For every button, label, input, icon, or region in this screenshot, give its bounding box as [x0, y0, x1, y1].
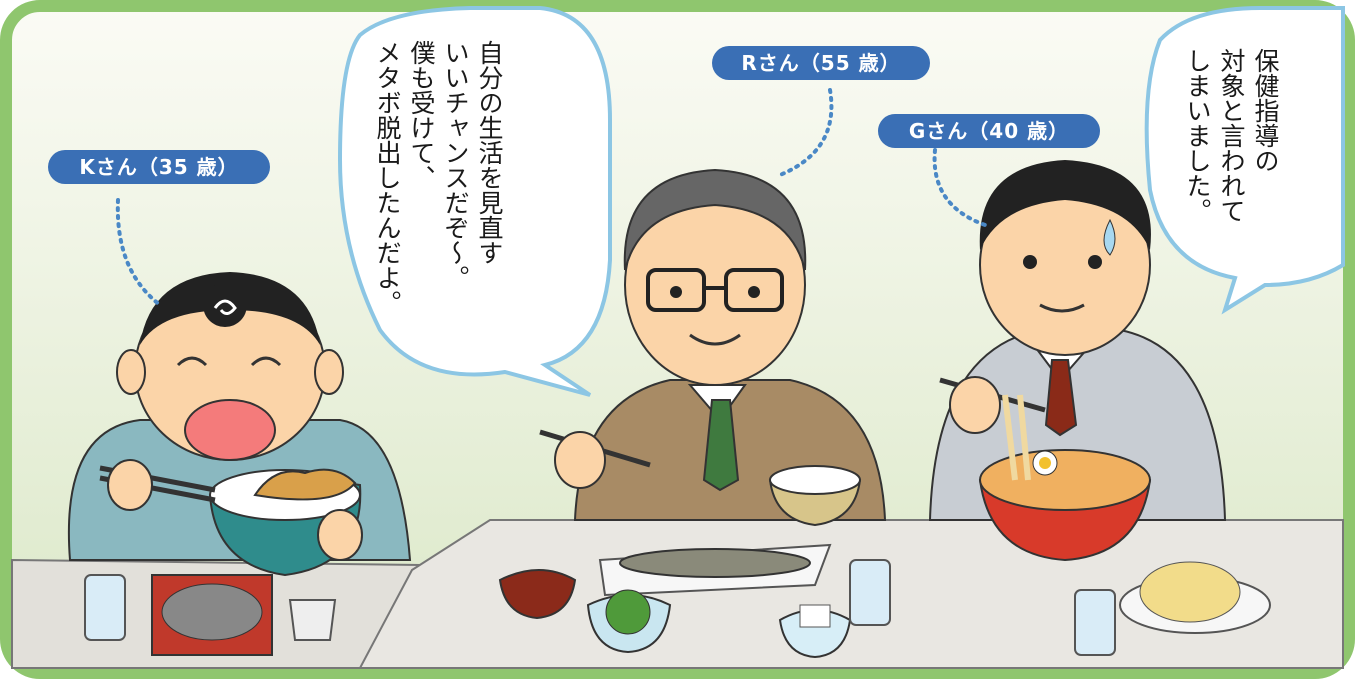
k-name-label: Kさん（35 歳）	[48, 150, 270, 184]
g-san-character	[928, 160, 1227, 562]
g-speech-bubble	[1144, 6, 1345, 315]
miso-soup	[498, 569, 577, 620]
water-glass-g	[1074, 589, 1116, 656]
dipping-cup	[288, 599, 337, 641]
k-san-character	[67, 272, 412, 577]
r-san-character	[539, 168, 887, 527]
g-label-pointer	[932, 148, 987, 227]
g-name-label: Gさん（40 歳）	[878, 114, 1100, 148]
grilled-fish	[619, 548, 811, 578]
r-speech-bubble	[337, 6, 612, 397]
g-speech-text: 保健指導の 対象と言われて しまいました。	[1183, 48, 1280, 223]
r-name-label: Rさん（55 歳）	[712, 46, 930, 80]
r-speech-text: 自分の生活を見直す いいチャンスだぞ〜。 僕も受けて、 メタボ脱出したんだよ。	[373, 40, 504, 315]
r-label-pointer	[778, 88, 834, 177]
water-glass-r	[849, 559, 891, 626]
k-label-pointer	[115, 198, 162, 307]
water-glass-k	[84, 574, 126, 641]
